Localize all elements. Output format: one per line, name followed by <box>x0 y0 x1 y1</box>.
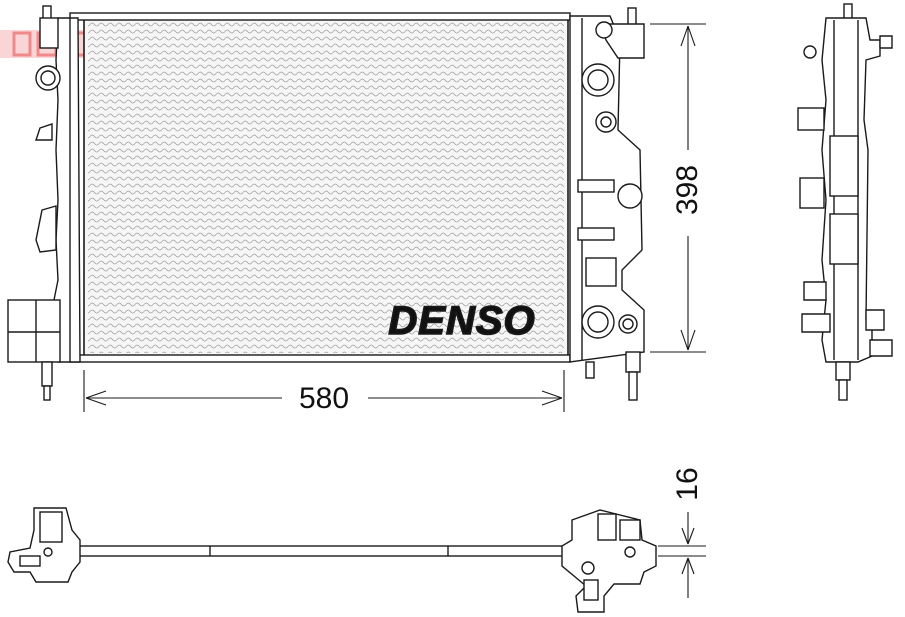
radiator-top-view <box>7 507 657 613</box>
height-label: 398 <box>671 165 704 215</box>
height-dimension <box>650 23 706 353</box>
brand-logo: DENSO <box>388 299 535 343</box>
width-dimension <box>83 370 565 412</box>
radiator-side-view <box>797 3 893 401</box>
radiator-front-view <box>7 5 645 401</box>
width-label: 580 <box>299 382 349 415</box>
left-tank <box>7 5 81 401</box>
top-view-core <box>77 545 577 557</box>
bottom-rail <box>69 354 571 363</box>
depth-dimension <box>658 512 706 598</box>
left-outlet <box>7 299 61 363</box>
top-rail <box>69 12 571 21</box>
right-tank <box>569 7 645 401</box>
depth-label: 16 <box>671 467 704 500</box>
